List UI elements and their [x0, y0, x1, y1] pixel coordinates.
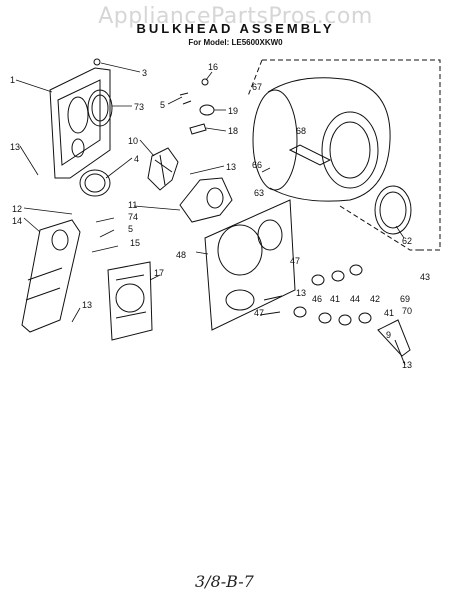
part-front-panel	[49, 67, 111, 179]
part-small-hardware	[179, 78, 215, 135]
callout-13: 13	[296, 288, 306, 298]
callout-62: 62	[402, 236, 412, 246]
callout-67: 67	[252, 82, 262, 92]
leader-lines	[15, 62, 405, 323]
callout-42: 42	[370, 294, 380, 304]
callout-41: 41	[384, 308, 394, 318]
callout-11: 11	[128, 200, 137, 210]
part-duct-11	[179, 177, 233, 223]
part-bracket-69	[377, 319, 411, 366]
part-drum-66	[252, 77, 391, 202]
callout-15: 15	[130, 238, 140, 248]
watermark: AppliancePartsPros.com	[98, 4, 373, 29]
callout-43: 43	[420, 272, 430, 282]
callout-17: 17	[154, 268, 164, 278]
callout-68: 68	[296, 126, 306, 136]
callout-73: 73	[134, 102, 144, 112]
callout-13: 13	[402, 360, 412, 370]
callout-13: 13	[10, 142, 20, 152]
part-board-17	[107, 261, 153, 341]
part-ring-4	[79, 169, 111, 197]
callout-1: 1	[10, 75, 15, 85]
callout-46: 46	[312, 294, 322, 304]
callout-74: 74	[128, 212, 138, 222]
model-subtitle: For Model: LE5600XKW0	[188, 38, 283, 47]
callout-4: 4	[134, 154, 139, 164]
callout-14: 14	[12, 216, 22, 226]
callout-66: 66	[252, 160, 262, 170]
callout-13: 13	[82, 300, 92, 310]
callout-44: 44	[350, 294, 360, 304]
callout-5: 5	[128, 224, 133, 234]
callout-5: 5	[160, 100, 165, 110]
drum-dashed-outline	[262, 59, 441, 251]
callout-48: 48	[176, 250, 186, 260]
callout-47: 47	[254, 308, 264, 318]
part-ring-62-inner	[379, 191, 407, 229]
callout-13: 13	[226, 162, 236, 172]
screw-3	[93, 58, 101, 66]
page-title: BULKHEAD ASSEMBLY	[136, 21, 335, 36]
part-ring-62	[374, 185, 412, 235]
part-10	[147, 147, 179, 191]
callout-70: 70	[402, 306, 412, 316]
callout-47: 47	[290, 256, 300, 266]
callout-41: 41	[330, 294, 340, 304]
callout-63: 63	[254, 188, 264, 198]
callout-10: 10	[128, 136, 138, 146]
callout-12: 12	[12, 204, 22, 214]
callout-18: 18	[228, 126, 238, 136]
part-gasket-73-inner	[91, 94, 109, 122]
handwritten-note: 3/8-B-7	[195, 572, 254, 591]
part-rollers	[259, 264, 372, 326]
callout-3: 3	[142, 68, 147, 78]
part-gasket-73	[87, 89, 113, 127]
callout-9: 9	[386, 330, 391, 340]
part-lower-panel-14	[21, 219, 81, 333]
part-ring-4-inner	[84, 173, 106, 193]
part-bulkhead-48	[204, 199, 296, 331]
callout-19: 19	[228, 106, 238, 116]
callout-69: 69	[400, 294, 410, 304]
callout-16: 16	[208, 62, 218, 72]
drum-dashed-outline-2	[247, 59, 420, 251]
callout-layer: 1373134165671918101368666312141174515134…	[10, 62, 430, 370]
